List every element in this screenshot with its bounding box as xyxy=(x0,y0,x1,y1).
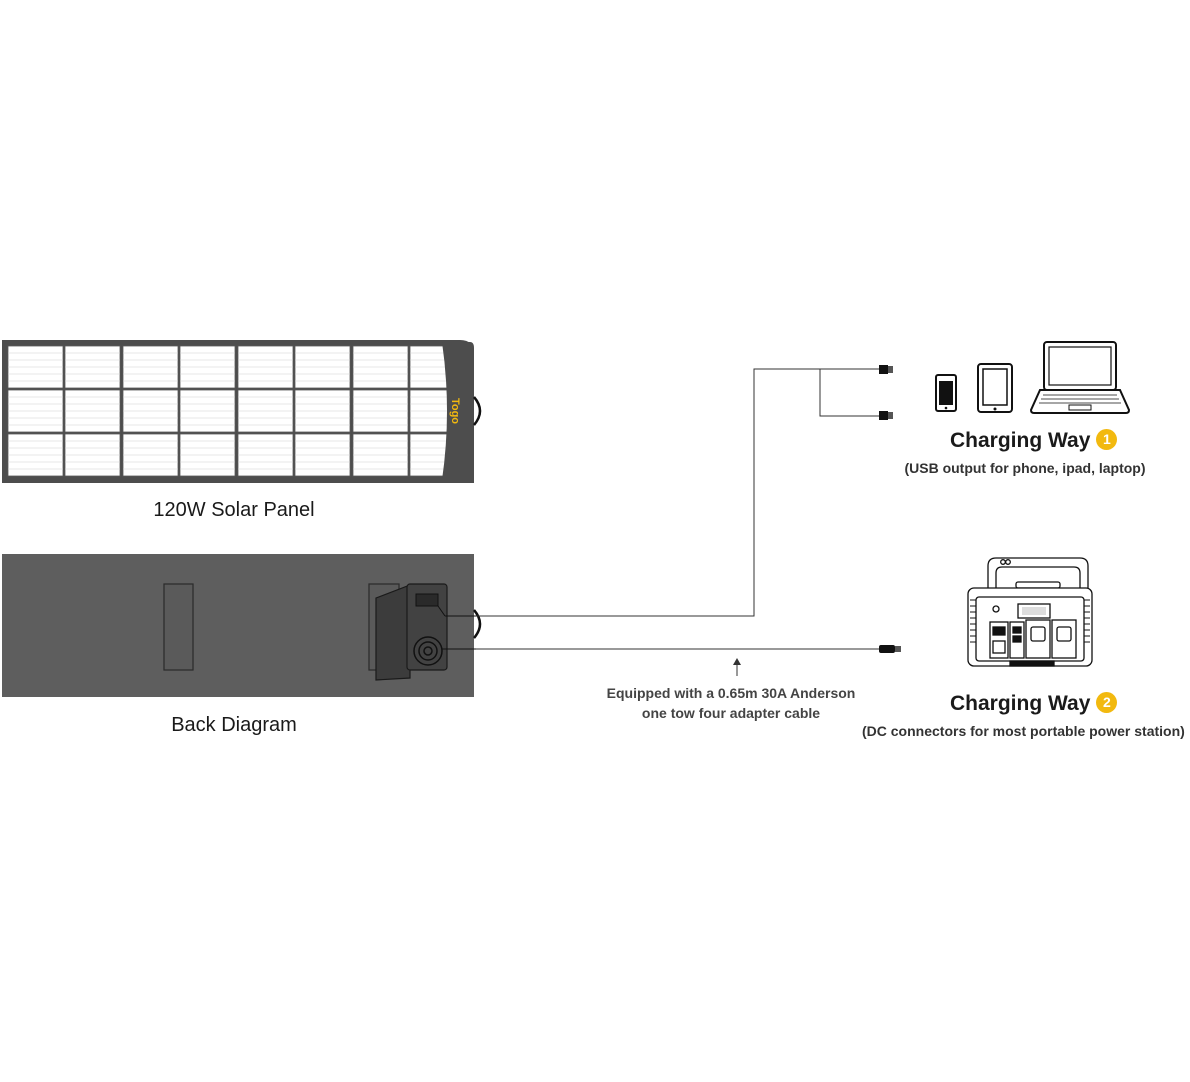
charging-way-2-badge: 2 xyxy=(1096,691,1118,713)
back-panel-caption: Back Diagram xyxy=(171,714,297,736)
arrow-up-icon xyxy=(733,658,741,676)
charging-way-1-subtitle: (USB output for phone, ipad, laptop) xyxy=(904,460,1146,476)
cable-note: Equipped with a 0.65m 30A Anderson one t… xyxy=(590,683,872,723)
solar-panel-front: Togo xyxy=(2,340,482,483)
cable-coil xyxy=(413,636,443,666)
adapter-cables xyxy=(476,368,880,650)
power-station-icon xyxy=(967,557,1093,667)
tablet-icon xyxy=(977,363,1013,413)
dc-connector xyxy=(879,645,901,653)
junction-box-flap xyxy=(375,584,411,681)
cable-note-line2: one tow four adapter cable xyxy=(641,705,821,721)
solar-cells xyxy=(7,345,466,477)
solar-panel-back xyxy=(2,554,482,697)
charging-way-2-subtitle: (DC connectors for most portable power s… xyxy=(862,723,1185,739)
front-panel-caption: 120W Solar Panel xyxy=(153,499,315,521)
back-pocket xyxy=(163,583,194,671)
charging-way-2-title: Charging Way xyxy=(950,692,1091,715)
phone-icon xyxy=(935,374,957,412)
cable-note-line1: Equipped with a 0.65m 30A Anderson xyxy=(606,685,856,701)
handle-loop xyxy=(473,396,482,426)
usb-connector-1 xyxy=(879,365,893,374)
brand-logo: Togo xyxy=(449,398,461,424)
charging-way-1-badge: 1 xyxy=(1096,428,1118,450)
laptop-icon xyxy=(1029,341,1131,414)
usb-connector-2 xyxy=(879,411,893,420)
charging-way-1-title: Charging Way xyxy=(950,429,1091,452)
